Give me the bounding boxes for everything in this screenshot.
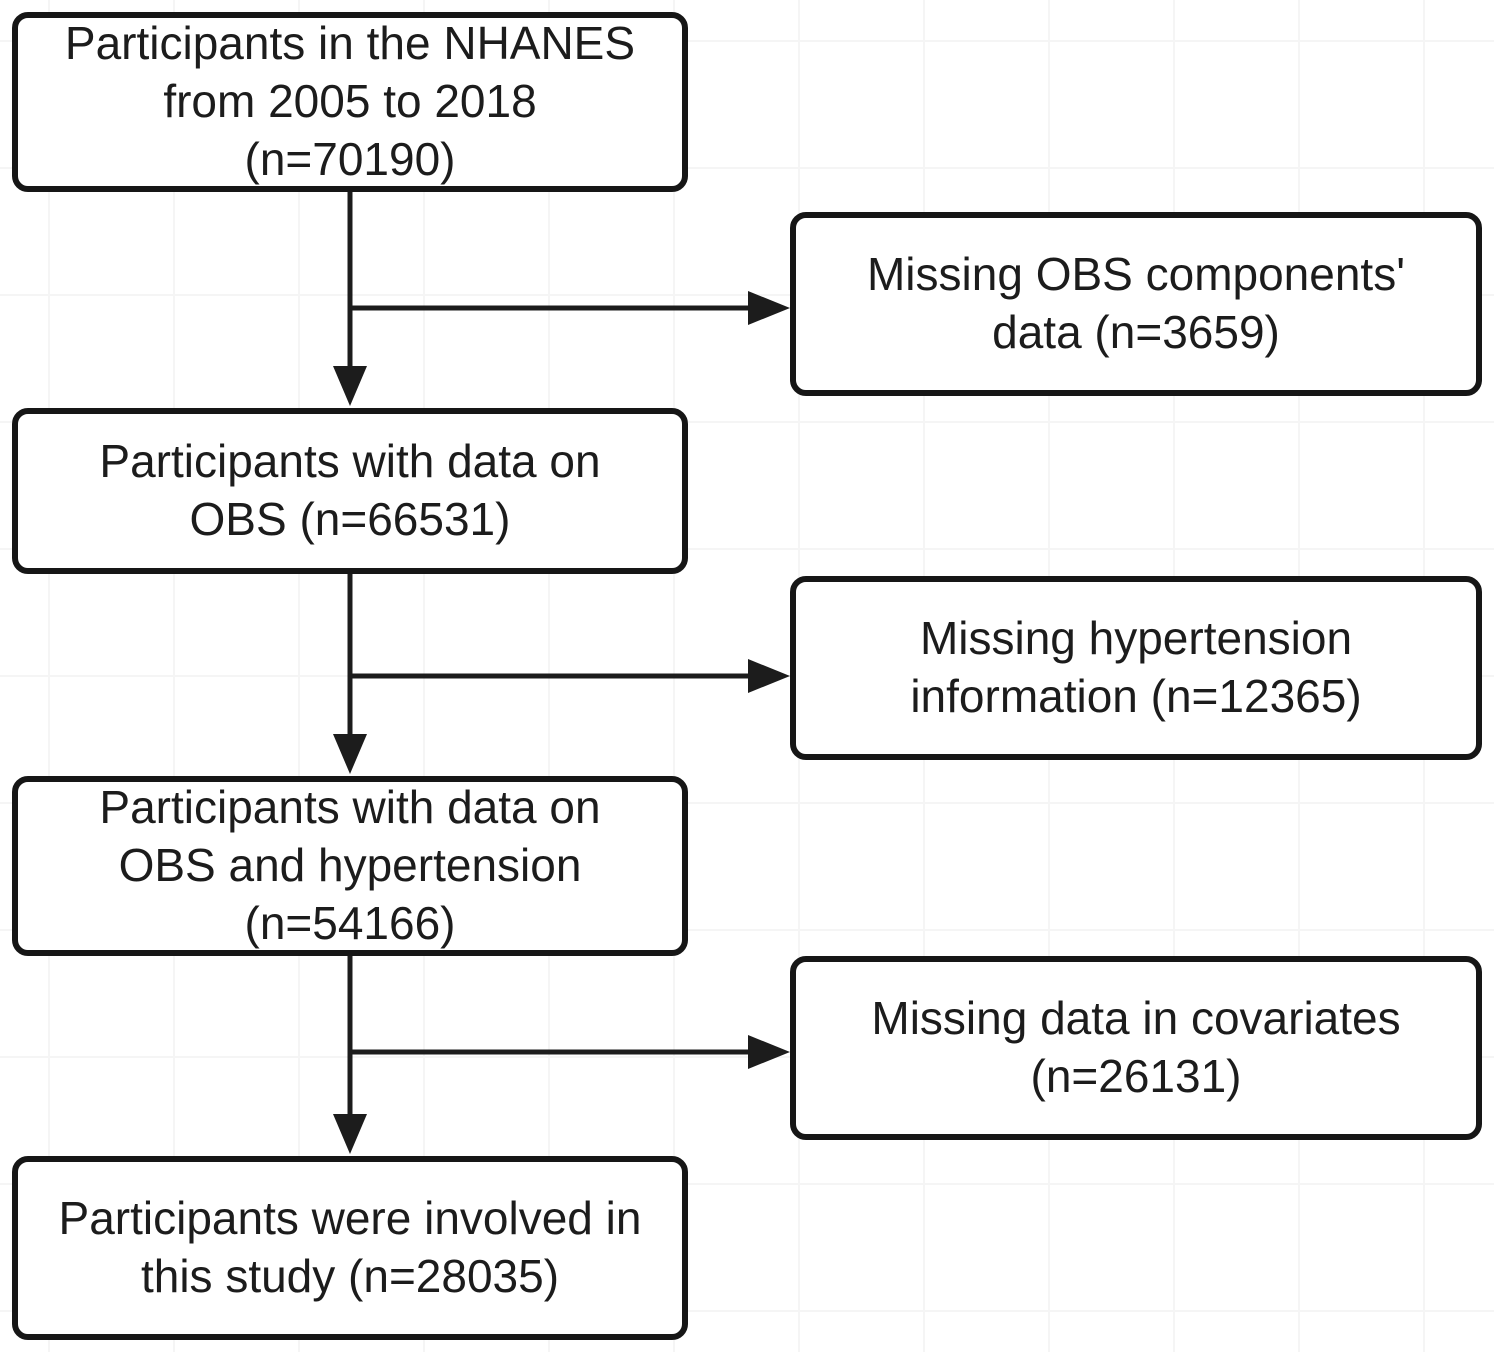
box-text-line: (n=26131) [1030, 1050, 1242, 1102]
box-text-line: Participants with data on [99, 781, 601, 834]
box-text-line: this study (n=28035) [140, 1250, 560, 1302]
box-participants-with-obs: Participants with data on OBS (n=66531) [12, 408, 688, 574]
box-participants-nhanes: Participants in the NHANES from 2005 to … [12, 12, 688, 192]
box-missing-hypertension-info: Missing hypertension information (n=1236… [790, 576, 1482, 760]
box-text-line: OBS and hypertension [118, 839, 582, 892]
arrow-down-1 [333, 192, 367, 406]
box-missing-obs-components: Missing OBS components' data (n=3659) [790, 212, 1482, 396]
box-participants-obs-hypertension: Participants with data on OBS and hypert… [12, 776, 688, 956]
box-participants-involved: Participants were involved in this study… [12, 1156, 688, 1340]
box-text-line: (n=70190) [244, 132, 456, 185]
arrow-right-3 [350, 1035, 790, 1069]
box-text-line: data (n=3659) [992, 306, 1280, 358]
box-text-line: OBS (n=66531) [189, 493, 511, 545]
arrow-right-1 [350, 291, 790, 325]
box-text-line: Participants with data on [99, 435, 601, 488]
box-text-line: Participants in the NHANES [64, 17, 636, 70]
arrow-down-2 [333, 574, 367, 774]
box-text-line: Missing hypertension [919, 612, 1353, 665]
box-text-line: (n=54166) [244, 896, 456, 949]
arrow-down-3 [333, 956, 367, 1154]
box-text-line: Missing OBS components' [866, 248, 1405, 301]
box-missing-covariates: Missing data in covariates (n=26131) [790, 956, 1482, 1140]
box-text-line: Participants were involved in [58, 1192, 642, 1245]
box-text-line: from 2005 to 2018 [163, 75, 537, 128]
box-text-line: information (n=12365) [910, 670, 1362, 722]
box-text-line: Missing data in covariates [871, 992, 1401, 1045]
arrow-right-2 [350, 659, 790, 693]
